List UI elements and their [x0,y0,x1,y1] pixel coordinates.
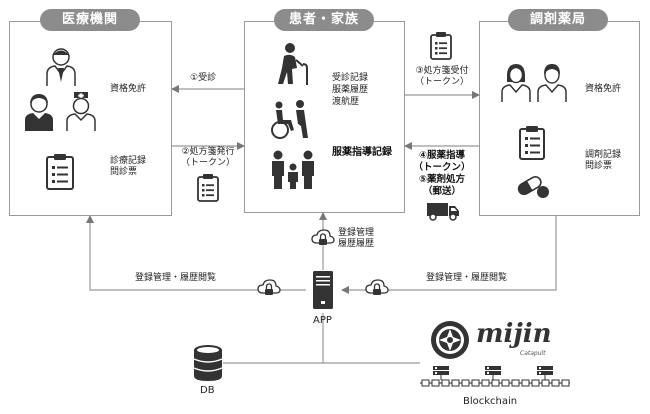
patient-record-label: 受診記録 [332,73,369,83]
blockchain-icon [420,366,570,387]
patient-record-label: 服薬履歴 [332,85,369,95]
prescription-issue-label: ②処方箋発行 [181,147,235,157]
wheelchair-icon [271,100,308,139]
nurse-icon [25,94,53,131]
pharmacy-box [479,21,640,216]
clipboard-icon [46,154,74,190]
elderly-icon [278,43,308,85]
patient-family-header: 患者・家族 [274,9,374,31]
medication-guidance-flow-label: ④服薬指導 [418,150,466,161]
server-icon [313,271,333,309]
drug-dispense-mail-label: （郵送） [422,186,461,197]
lock-icon [257,279,281,295]
pharmacist-icon [537,64,567,102]
pharmacist-icon [501,64,531,102]
nurse-icon [66,92,96,131]
medical-institution-header: 医療機関 [40,9,140,31]
clipboard-icon [519,126,545,160]
lock-icon [311,229,335,245]
van-icon [427,203,459,221]
prescription-clipboard-icon [197,174,219,202]
right-management-label: 登録管理・履歴閲覧 [426,273,508,283]
family-icon [272,150,314,189]
pharmacy-record-label: 調剤記録 [585,150,622,160]
medical-record-label: 問診票 [110,167,138,177]
drug-dispense-flow-label: ⑤薬剤処方 [418,174,466,185]
medication-guidance-record-label: 服薬指導記録 [332,147,392,158]
mijin-logo [431,321,469,359]
consult-flow-label: ①受診 [190,73,217,83]
db-label: DB [200,385,215,396]
mijin-logo-text: mijin [476,319,552,349]
patient-family-box [244,21,405,213]
prescription-clipboard-icon [430,32,452,60]
medication-guidance-token-label: （トークン） [413,162,471,173]
pharmacy-license-label: 資格免許 [585,84,622,94]
pharmacy-header: 調剤薬局 [508,9,608,31]
left-management-label: 登録管理・履歴閲覧 [135,273,217,283]
prescription-receive-token-label: （トークン） [414,77,469,87]
patient-record-label: 渡航歴 [332,97,360,107]
center-management-label: 登録管理 [338,228,375,238]
database-icon [193,345,223,381]
medical-record-label: 診療記録 [110,156,147,166]
medical-license-label: 資格免許 [110,84,147,94]
lock-icon [365,279,389,295]
capsule-icon [517,176,549,198]
app-label: APP [313,315,332,326]
blockchain-label: Blockchain [463,396,518,407]
prescription-receive-label: ③処方箋受付 [415,66,469,76]
mijin-logo-subtitle: Catapult [520,350,546,357]
prescription-issue-token-label: （トークン） [180,158,235,168]
pharmacy-record-label: 問診票 [585,161,613,171]
center-management-label: 履歴履歴 [338,239,375,249]
doctor-icon [46,48,76,86]
